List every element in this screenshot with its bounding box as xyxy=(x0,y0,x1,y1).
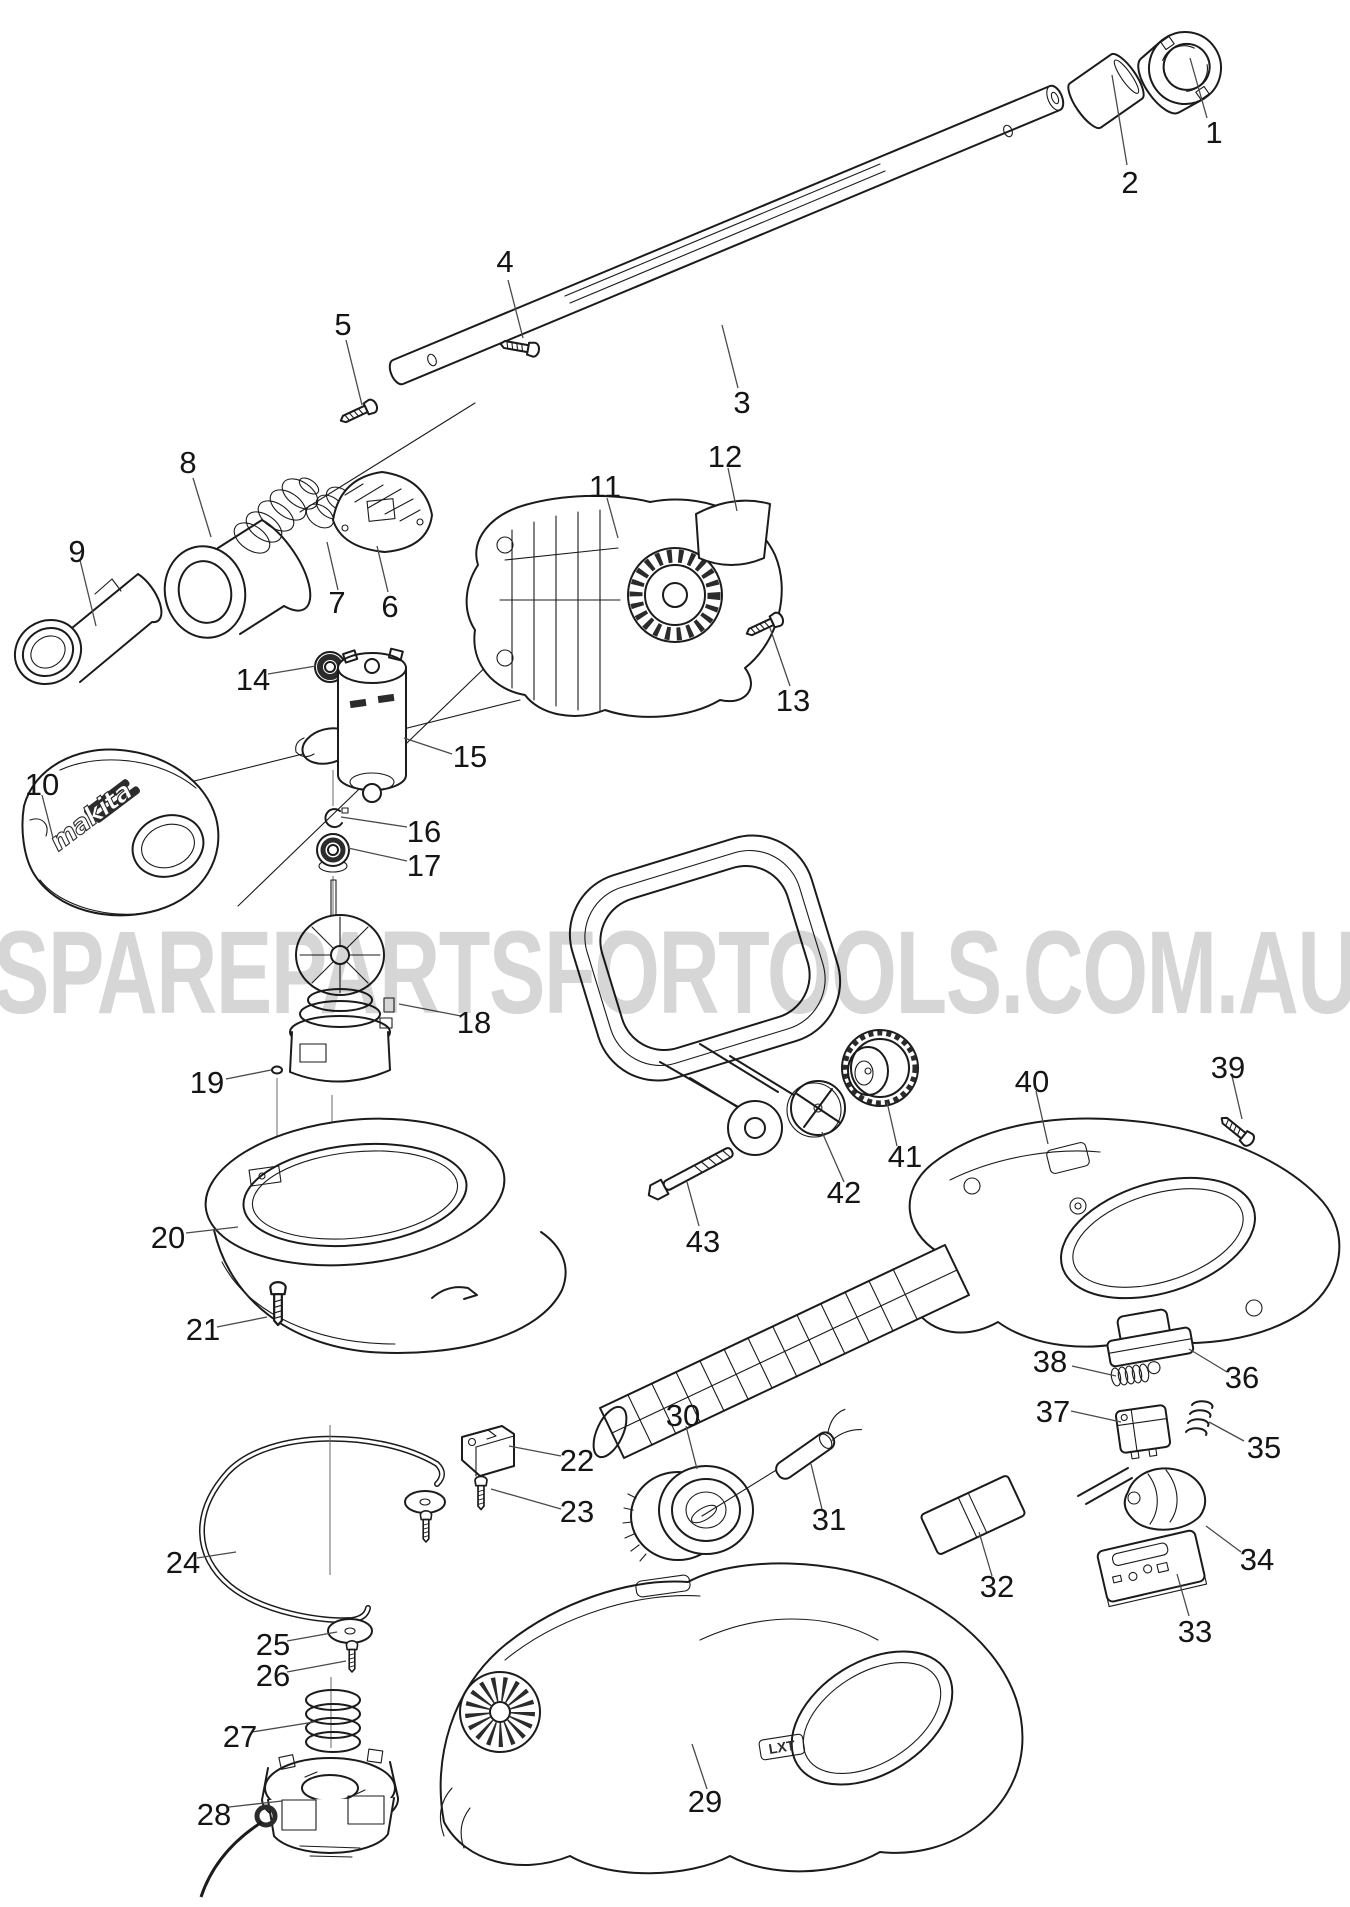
part-17-bearing-drawing xyxy=(316,833,350,873)
part-26-screw-drawing xyxy=(345,1640,359,1673)
part-18-spool-carrier-drawing xyxy=(289,879,395,1083)
part-38-spring-drawing xyxy=(1110,1363,1150,1387)
part-label-5: 5 xyxy=(334,307,351,342)
part-label-37: 37 xyxy=(1036,1394,1070,1429)
lxt-badge: LXT xyxy=(758,1733,806,1761)
screw-mid-drawing xyxy=(419,1510,433,1543)
part-5-screw-drawing xyxy=(336,396,381,429)
part-2-sleeve-drawing xyxy=(1067,53,1145,129)
part-label-6: 6 xyxy=(381,589,398,624)
part-8-housing-drawing xyxy=(163,477,320,639)
part-label-29: 29 xyxy=(688,1784,722,1819)
watermark-text: SPAREPARTSFORTOOLS.COM.AU xyxy=(0,907,1350,1039)
part-27-spring-drawing xyxy=(305,1689,361,1753)
part-30-ring-drawing xyxy=(622,1463,787,1562)
part-6-clamp-drawing xyxy=(332,471,433,553)
part-42-disc-drawing xyxy=(786,1080,846,1138)
part-label-31: 31 xyxy=(812,1502,846,1537)
part-label-7: 7 xyxy=(328,585,345,620)
part-34-lever-drawing xyxy=(1077,1467,1207,1531)
part-label-33: 33 xyxy=(1178,1614,1212,1649)
lxt-badge-text: LXT xyxy=(768,1737,797,1757)
front-loop-handle-drawing xyxy=(568,834,842,1156)
part-label-32: 32 xyxy=(980,1569,1014,1604)
part-label-42: 42 xyxy=(827,1175,861,1210)
part-label-16: 16 xyxy=(407,814,441,849)
part-28-spool-drawing xyxy=(199,1748,400,1898)
part-label-36: 36 xyxy=(1225,1360,1259,1395)
part-label-34: 34 xyxy=(1240,1542,1274,1577)
part-label-35: 35 xyxy=(1247,1430,1281,1465)
part-label-20: 20 xyxy=(151,1220,185,1255)
part-32-strip-drawing xyxy=(920,1475,1026,1555)
part-number-labels: 1 2 3 4 5 6 7 8 9 10 11 12 13 14 15 16 1… xyxy=(25,115,1281,1832)
part-31-pin-drawing xyxy=(775,1408,863,1480)
part-40-upper-housing-drawing xyxy=(592,1117,1341,1459)
part-label-19: 19 xyxy=(190,1065,224,1100)
part-37-microswitch-drawing xyxy=(1114,1404,1172,1460)
part-43-bolt-drawing xyxy=(647,1147,734,1201)
part-label-23: 23 xyxy=(560,1494,594,1529)
part-label-12: 12 xyxy=(708,439,742,474)
part-label-10: 10 xyxy=(25,767,59,802)
part-label-30: 30 xyxy=(666,1398,700,1433)
part-41-knob-drawing xyxy=(841,1029,919,1107)
part-label-25: 25 xyxy=(256,1627,290,1662)
part-36-switch-drawing xyxy=(1106,1308,1195,1375)
part-label-40: 40 xyxy=(1015,1064,1049,1099)
part-label-14: 14 xyxy=(236,662,270,697)
part-drawings: LXT makita xyxy=(13,31,1341,1898)
part-label-2: 2 xyxy=(1121,165,1138,200)
part-label-28: 28 xyxy=(197,1797,231,1832)
part-label-39: 39 xyxy=(1211,1050,1245,1085)
part-16-circlip-drawing xyxy=(324,807,349,829)
washer-screw-mid-drawing xyxy=(404,1490,446,1514)
part-label-26: 26 xyxy=(256,1658,290,1693)
part-10-cover-drawing: makita xyxy=(21,748,220,917)
part-19-pin-drawing xyxy=(271,1065,283,1075)
part-12-window-drawing xyxy=(695,499,771,566)
part-label-13: 13 xyxy=(776,683,810,718)
part-label-21: 21 xyxy=(186,1312,220,1347)
part-label-1: 1 xyxy=(1205,115,1222,150)
part-3-shaft-pipe-drawing xyxy=(388,84,1065,386)
part-label-41: 41 xyxy=(888,1139,922,1174)
part-25-washer-drawing xyxy=(327,1618,373,1644)
part-23-screw-drawing xyxy=(474,1475,488,1511)
part-label-3: 3 xyxy=(733,385,750,420)
part-9-pipe-drawing xyxy=(13,573,163,686)
part-label-17: 17 xyxy=(407,848,441,883)
part-label-18: 18 xyxy=(457,1005,491,1040)
part-label-15: 15 xyxy=(453,739,487,774)
part-label-8: 8 xyxy=(179,445,196,480)
axis-line-lower xyxy=(329,1425,332,1748)
part-35-spring-drawing xyxy=(1185,1400,1214,1436)
part-label-9: 9 xyxy=(68,534,85,569)
part-label-4: 4 xyxy=(496,244,513,279)
part-label-22: 22 xyxy=(560,1443,594,1478)
part-29-lower-handle-drawing: LXT xyxy=(439,1562,1024,1875)
part-24-bail-drawing xyxy=(199,1435,445,1624)
part-22-bracket-drawing xyxy=(461,1425,515,1477)
part-20-guard-drawing xyxy=(204,1117,567,1354)
makita-logo-bars xyxy=(84,779,140,823)
part-label-43: 43 xyxy=(686,1224,720,1259)
part-label-11: 11 xyxy=(589,469,621,504)
part-33-controller-drawing xyxy=(1096,1529,1208,1608)
part-15-motor-drawing xyxy=(295,647,407,803)
screw-insert-line xyxy=(299,402,476,513)
part-1-cap-drawing xyxy=(1137,31,1222,115)
part-label-24: 24 xyxy=(166,1545,200,1580)
leader-lines xyxy=(41,57,1245,1808)
part-label-38: 38 xyxy=(1033,1344,1067,1379)
part-label-27: 27 xyxy=(223,1719,257,1754)
